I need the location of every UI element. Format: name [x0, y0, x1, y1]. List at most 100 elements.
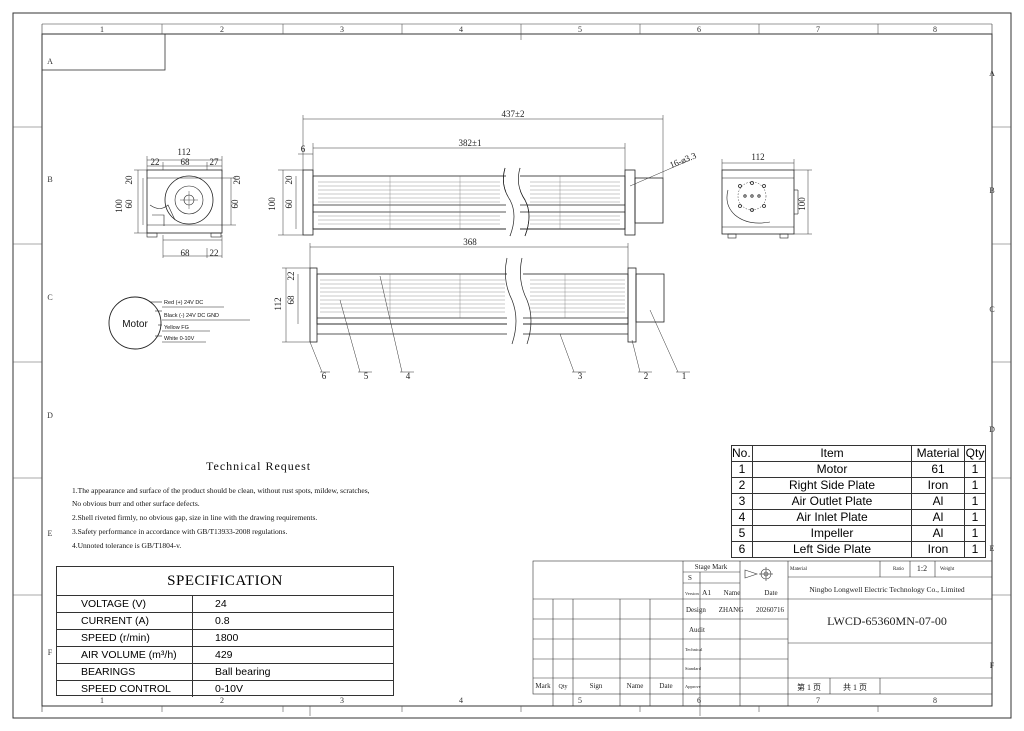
- outer-frame: [12, 12, 1012, 719]
- col-label: 4: [459, 696, 463, 705]
- spec-row: CURRENT (A) 0.8: [57, 613, 393, 630]
- wire-label: White 0-10V: [164, 336, 195, 342]
- spec-row: VOLTAGE (V) 24: [57, 596, 393, 613]
- stage-value: S: [688, 574, 692, 582]
- motor-wiring: Motor Red (+) 24V DC Black (-) 24V DC GN…: [108, 296, 250, 350]
- dim-label: 6: [301, 144, 306, 154]
- bom-cell: 1: [964, 461, 986, 478]
- col-label: 2: [220, 25, 224, 34]
- spec-label: BEARINGS: [57, 664, 193, 680]
- inner-frame: [41, 33, 993, 707]
- col-label: 4: [459, 25, 463, 34]
- spec-label: SPEED CONTROL: [57, 681, 193, 697]
- designer-name: ZHANG: [719, 606, 744, 614]
- audit-label: Audit: [689, 626, 705, 634]
- balloon-label: 6: [322, 371, 327, 381]
- bom-cell: 1: [964, 525, 986, 542]
- dim-label: 22: [286, 272, 296, 281]
- spec-label: AIR VOLUME (m³/h): [57, 647, 193, 663]
- dim-label: 20: [124, 175, 134, 185]
- bom-cell: Al: [911, 525, 965, 542]
- spec-row: AIR VOLUME (m³/h) 429: [57, 647, 393, 664]
- bom-cell: 61: [911, 461, 965, 478]
- col-label: 6: [697, 696, 701, 705]
- bom-cell: Iron: [911, 477, 965, 494]
- spec-label: SPEED (r/min): [57, 630, 193, 646]
- col-label: 1: [100, 696, 104, 705]
- dim-label: 20: [232, 175, 242, 185]
- bom-cell: Al: [911, 509, 965, 526]
- balloon-label: 5: [364, 371, 369, 381]
- technical-request-line: 2.Shell riveted firmly, no obvious gap, …: [72, 513, 318, 522]
- dim-label: 382±1: [459, 138, 482, 148]
- col-label: 7: [816, 696, 820, 705]
- dim-label: 68: [181, 157, 191, 167]
- bom-cell: 1: [964, 477, 986, 494]
- col-label: 5: [578, 696, 582, 705]
- dim-label: 60: [124, 199, 134, 209]
- spec-value: 1800: [215, 632, 239, 644]
- end-view-left: [146, 169, 223, 238]
- bom-cell: Left Side Plate: [752, 541, 912, 558]
- rev-header: Date: [659, 682, 672, 690]
- technical-request-title: Technical Request: [206, 459, 312, 473]
- dim-label: 368: [463, 237, 477, 247]
- version-value: A1: [702, 588, 711, 597]
- bom-cell: Air Outlet Plate: [752, 493, 912, 510]
- specification-table: SPECIFICATION VOLTAGE (V) 24 CURRENT (A)…: [56, 566, 394, 697]
- bom-cell: Motor: [752, 461, 912, 478]
- wire-label: Yellow FG: [164, 325, 189, 331]
- dim-label: 100: [114, 199, 124, 213]
- spec-value: 24: [215, 598, 227, 610]
- spec-value: 0-10V: [215, 683, 244, 695]
- dim-label: 100: [267, 197, 277, 211]
- dim-label: 112: [751, 152, 764, 162]
- row-label: D: [989, 425, 995, 434]
- spec-label: VOLTAGE (V): [57, 596, 193, 612]
- col-label: 3: [340, 25, 344, 34]
- bom-cell: 2: [731, 477, 753, 494]
- row-label: B: [989, 186, 994, 195]
- bom-cell: 5: [731, 525, 753, 542]
- spec-label: CURRENT (A): [57, 613, 193, 629]
- col-label: 5: [578, 25, 582, 34]
- corner-box: [41, 33, 166, 71]
- approve-label: Approve: [685, 684, 701, 689]
- dim-label: 60: [284, 199, 294, 209]
- technical-label: Technical: [685, 647, 703, 652]
- front-view: [309, 267, 665, 343]
- row-label: D: [47, 411, 53, 420]
- row-label: F: [48, 648, 53, 657]
- col-label: 6: [697, 25, 701, 34]
- dim-label: 112: [273, 297, 283, 310]
- right-end-view: [721, 169, 799, 239]
- row-label: A: [989, 69, 995, 78]
- wire-label: Black (-) 24V DC GND: [164, 313, 219, 319]
- bom-cell: 1: [731, 461, 753, 478]
- bom-cell: 6: [731, 541, 753, 558]
- motor-label: Motor: [122, 319, 148, 330]
- bom-cell: Air Inlet Plate: [752, 509, 912, 526]
- dim-label: 68: [286, 295, 296, 305]
- spec-row: BEARINGS Ball bearing: [57, 664, 393, 681]
- title-block: [532, 560, 993, 706]
- technical-request-line: 4.Unnoted tolerance is GB/T1804-v.: [72, 541, 182, 550]
- dim-label: 22: [151, 157, 160, 167]
- spec-value: Ball bearing: [215, 666, 271, 678]
- row-label: E: [48, 529, 53, 538]
- balloon-label: 4: [406, 371, 411, 381]
- bom-cell: Right Side Plate: [752, 477, 912, 494]
- col-label: 3: [340, 696, 344, 705]
- col-label: 1: [100, 25, 104, 34]
- bom-header: Qty: [964, 445, 986, 462]
- spec-row: SPEED (r/min) 1800: [57, 630, 393, 647]
- drawing-number: LWCD-65360MN-07-00: [827, 614, 947, 628]
- dim-label: 16-ø3.3: [668, 150, 698, 170]
- col-label: 7: [816, 25, 820, 34]
- dim-label: 112: [177, 147, 190, 157]
- technical-request-line: 1.The appearance and surface of the prod…: [72, 486, 370, 495]
